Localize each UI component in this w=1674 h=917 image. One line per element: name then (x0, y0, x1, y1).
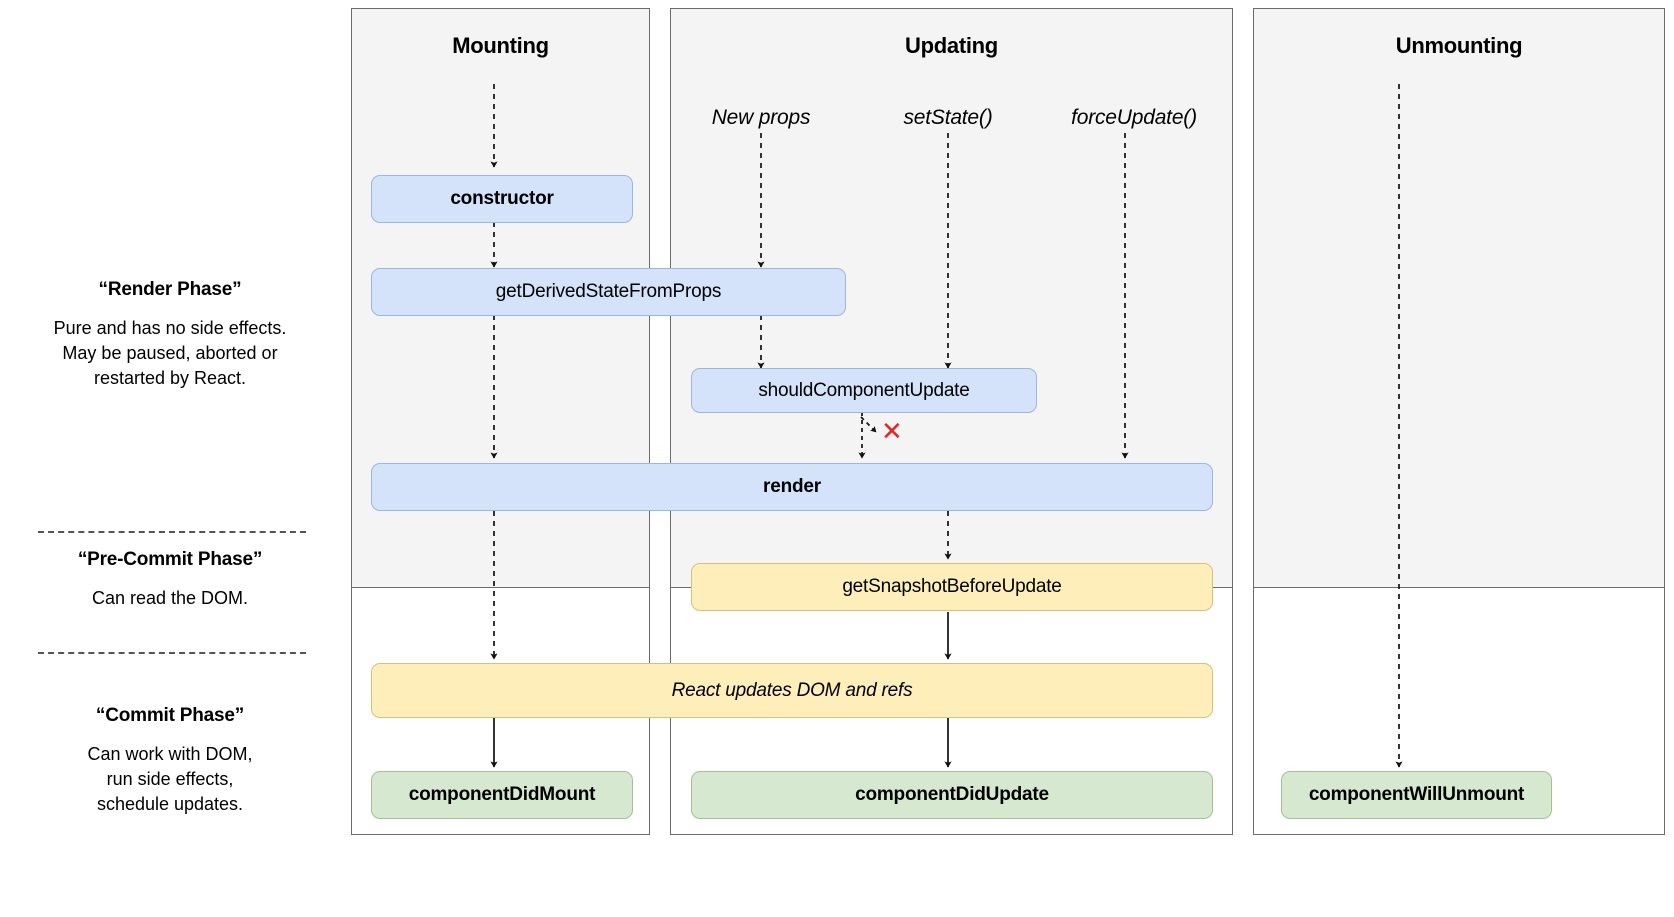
legend-block-render-phase: “Render Phase” Pure and has no side effe… (5, 278, 335, 391)
column-frame-unmounting (1253, 8, 1665, 835)
legend-body-pre-commit-phase: Can read the DOM. (91, 588, 249, 608)
legend-body-commit-phase: Can work with DOM, run side effects, sch… (87, 744, 253, 814)
legend-title-commit-phase: “Commit Phase” (95, 705, 245, 726)
legend-title-pre-commit-phase: “Pre-Commit Phase” (77, 549, 263, 570)
abort-x-icon: ✕ (881, 417, 903, 447)
legend-block-commit-phase: “Commit Phase” Can work with DOM, run si… (5, 704, 335, 817)
node-react-updates-dom-and-refs[interactable]: React updates DOM and refs (371, 663, 1213, 718)
legend-body-render-phase: Pure and has no side effects. May be pau… (53, 318, 287, 388)
node-render[interactable]: render (371, 463, 1213, 511)
trigger-label-new-props: New props (711, 106, 811, 129)
node-get-derived-state-from-props[interactable]: getDerivedStateFromProps (371, 268, 846, 316)
trigger-label-set-state: setState() (903, 106, 993, 129)
node-constructor[interactable]: constructor (371, 175, 633, 223)
column-heading-updating: Updating (905, 33, 998, 58)
node-get-snapshot-before-update[interactable]: getSnapshotBeforeUpdate (691, 563, 1213, 611)
legend-divider-top (38, 531, 306, 533)
column-heading-unmounting: Unmounting (1395, 33, 1523, 58)
trigger-label-force-update: forceUpdate() (1071, 106, 1197, 129)
column-heading-mounting: Mounting (452, 33, 549, 58)
node-component-did-mount[interactable]: componentDidMount (371, 771, 633, 819)
node-component-will-unmount[interactable]: componentWillUnmount (1281, 771, 1552, 819)
legend-divider-bottom (38, 652, 306, 654)
legend-block-pre-commit-phase: “Pre-Commit Phase” Can read the DOM. (5, 548, 335, 611)
legend-title-render-phase: “Render Phase” (98, 279, 242, 300)
node-component-did-update[interactable]: componentDidUpdate (691, 771, 1213, 819)
node-should-component-update[interactable]: shouldComponentUpdate (691, 368, 1037, 413)
